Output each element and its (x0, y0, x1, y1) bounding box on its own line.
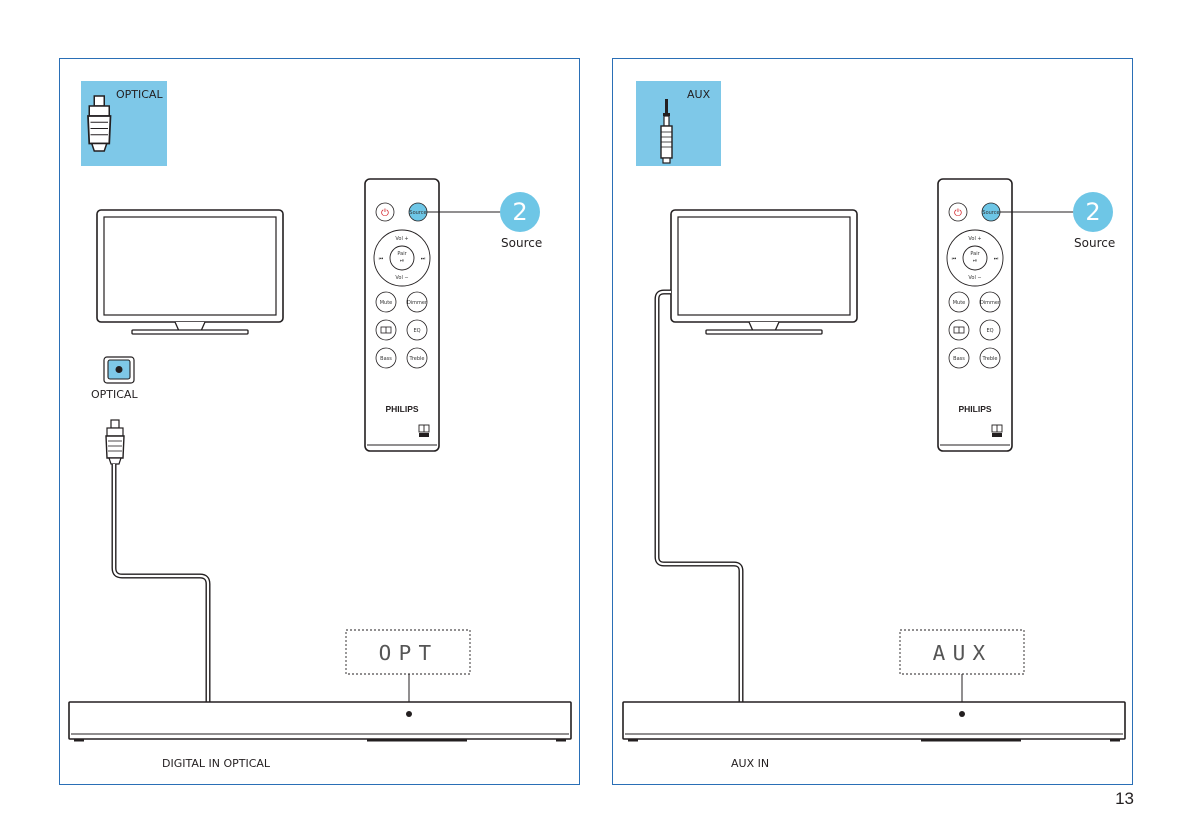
remote-control (365, 179, 439, 451)
tv-icon (97, 210, 283, 334)
soundbar (69, 702, 571, 742)
source-label: Source (501, 236, 542, 250)
callout-number: 2 (1083, 198, 1103, 226)
source-label: Source (1074, 236, 1115, 250)
optical-badge-label: OPTICAL (116, 88, 163, 101)
tv-icon (671, 210, 857, 334)
optical-cable (114, 464, 208, 702)
aux-cable (657, 292, 741, 702)
display-readout: AUX (933, 641, 993, 665)
display-readout: OPT (379, 641, 439, 665)
aux-badge-label: AUX (687, 88, 710, 101)
page-number: 13 (1115, 789, 1134, 809)
panel-caption: AUX IN (731, 757, 769, 770)
optical-port-icon (104, 357, 134, 383)
optical-plug-cable-icon (106, 420, 124, 464)
soundbar (623, 702, 1125, 742)
tv-port-label: OPTICAL (91, 388, 138, 401)
panel-caption: DIGITAL IN OPTICAL (162, 757, 270, 770)
callout-number: 2 (510, 198, 530, 226)
remote-control (938, 179, 1012, 451)
